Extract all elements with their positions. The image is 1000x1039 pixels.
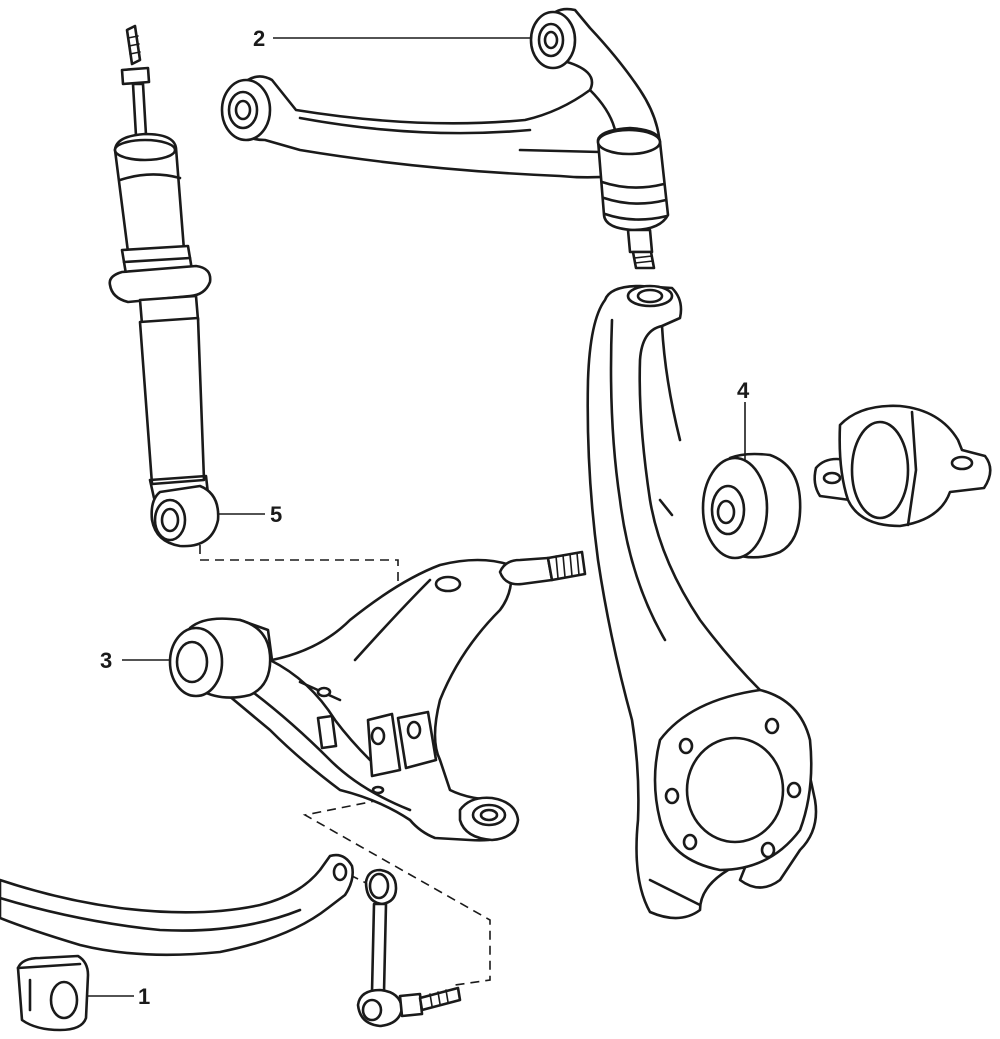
stabilizer-bar xyxy=(0,853,354,957)
leader-lines xyxy=(86,37,746,997)
callout-3: 3 xyxy=(100,648,112,673)
hub-bushing xyxy=(701,452,802,560)
callout-5: 5 xyxy=(270,502,282,527)
stabilizer-bushing xyxy=(16,954,90,1032)
stabilizer-link xyxy=(356,868,462,1028)
shock-absorber xyxy=(108,24,220,548)
callout-4: 4 xyxy=(737,378,750,403)
steering-knuckle xyxy=(586,284,818,920)
upper-control-arm xyxy=(220,7,670,270)
lower-control-arm xyxy=(168,550,587,842)
callout-2: 2 xyxy=(253,26,265,51)
callout-1: 1 xyxy=(138,984,150,1009)
bushing-bracket xyxy=(813,404,992,528)
